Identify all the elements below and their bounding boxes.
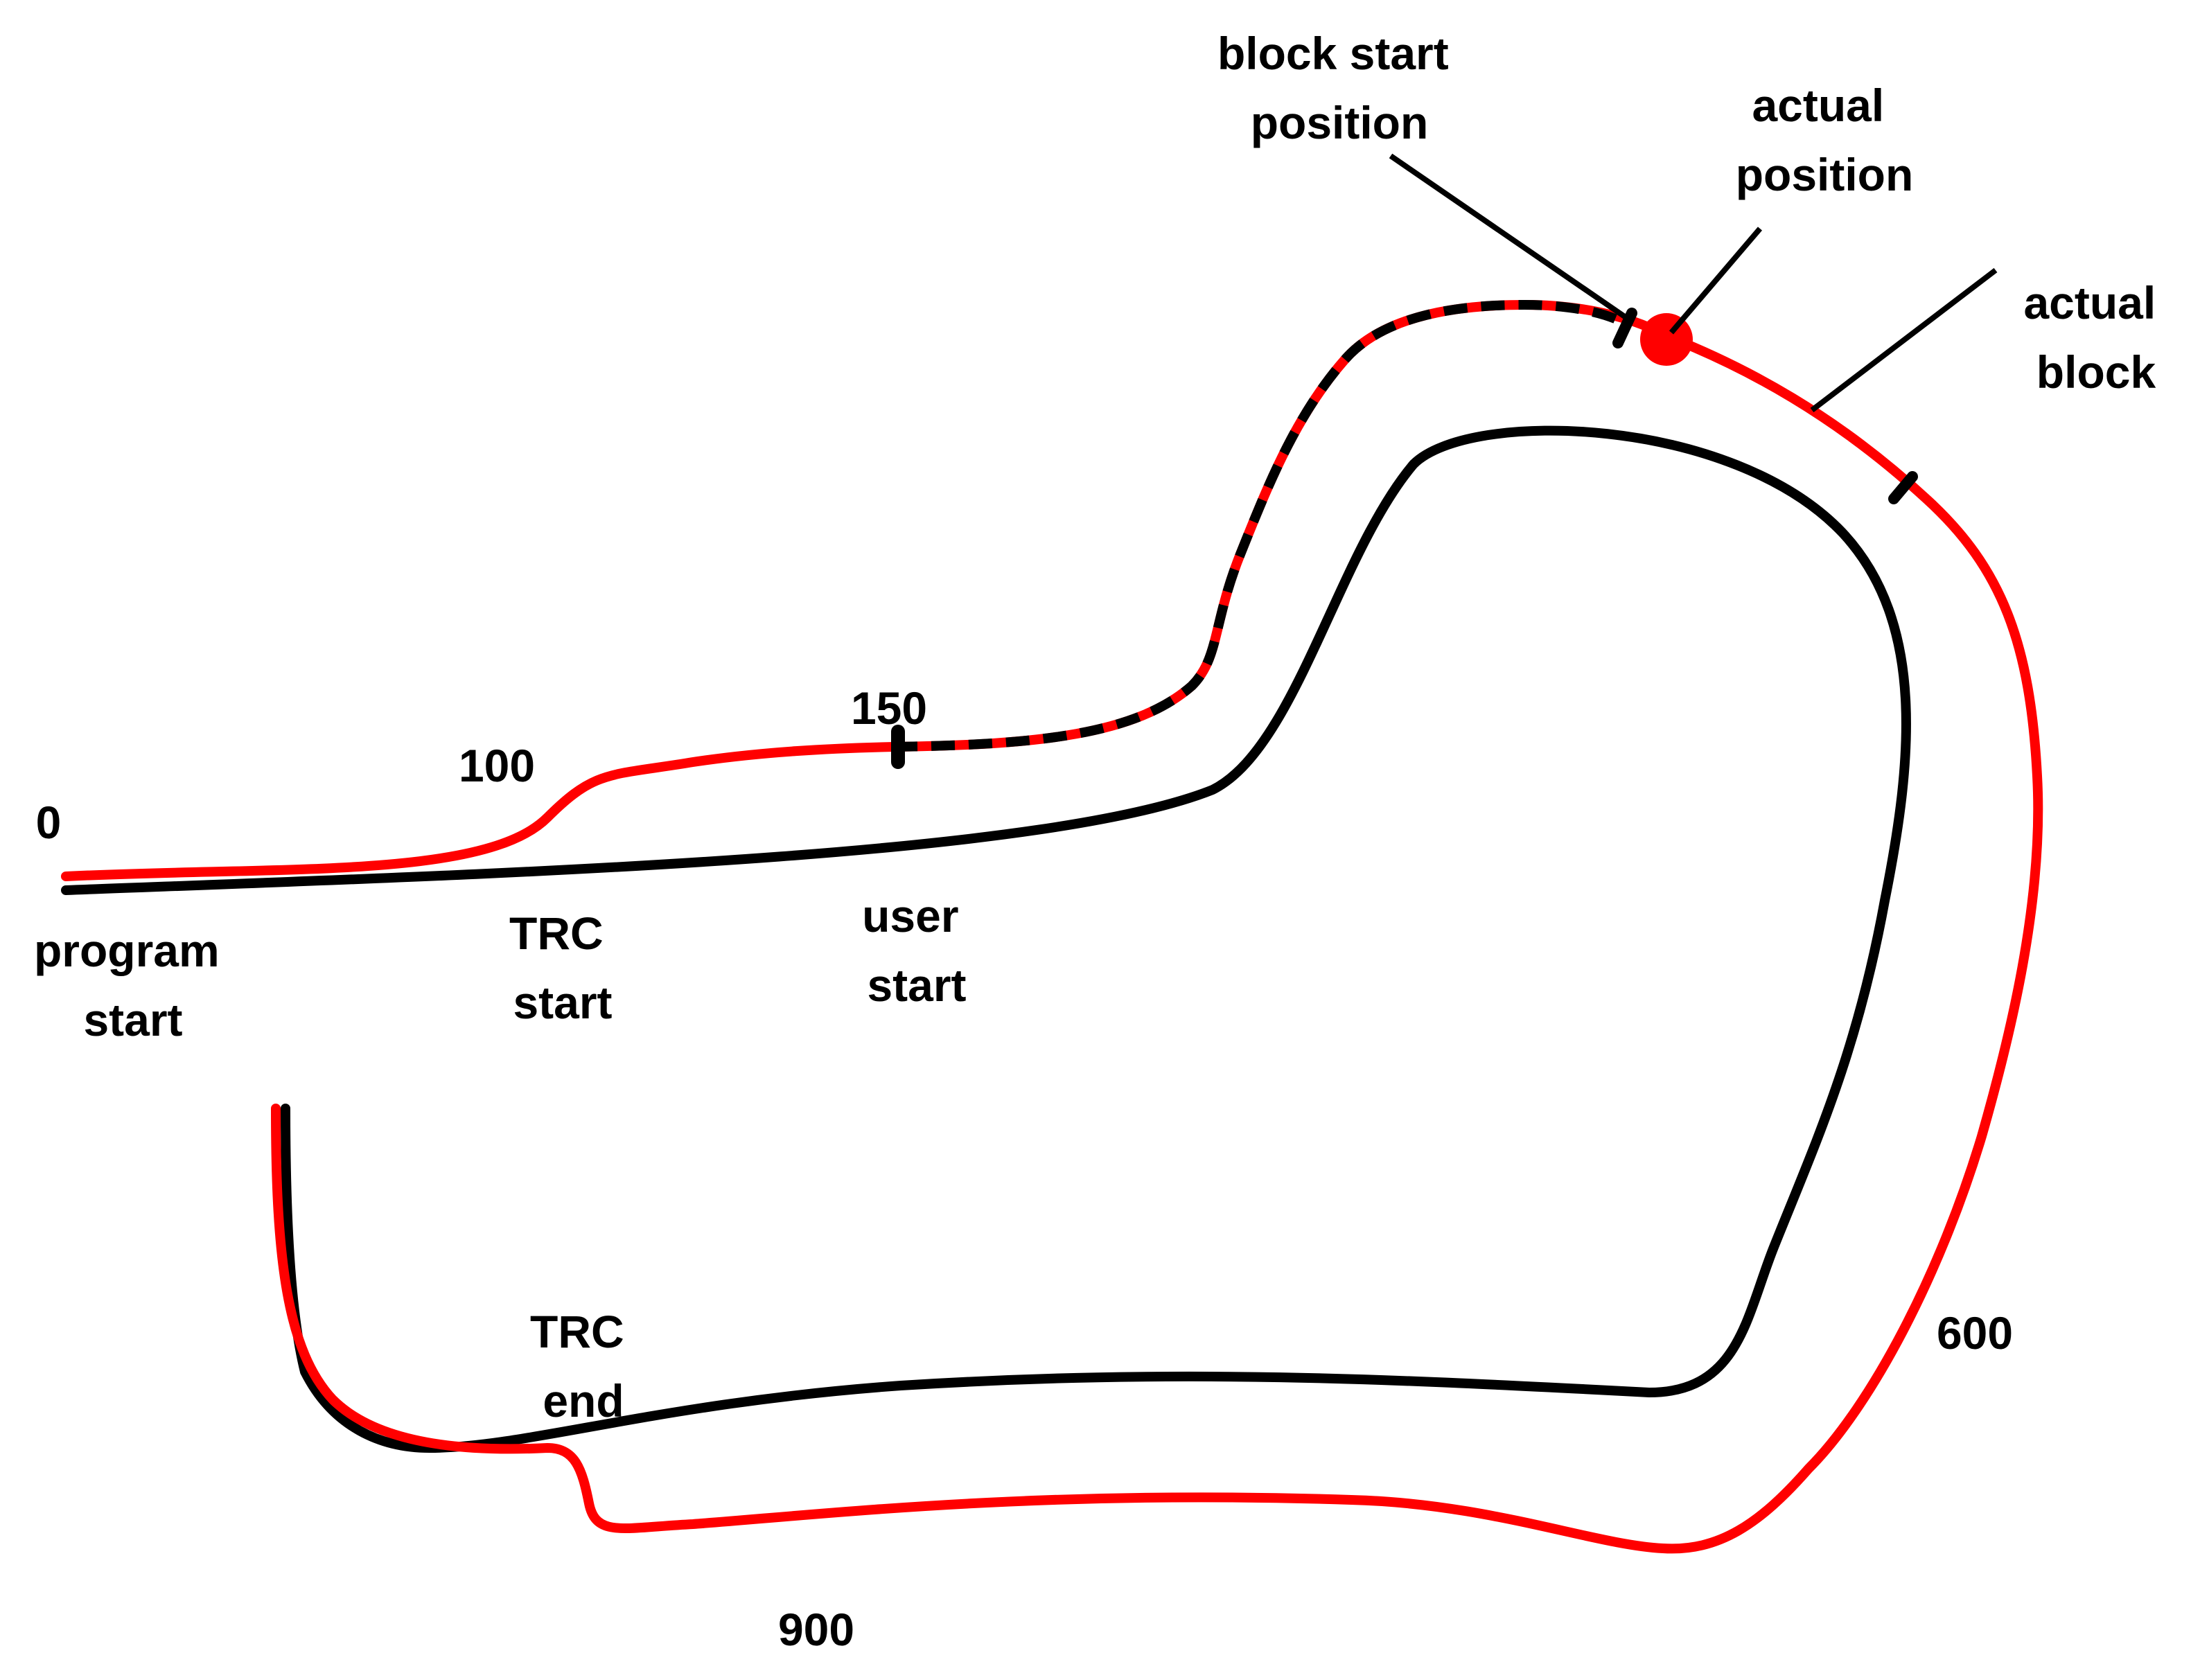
leader-block-start [1389,153,1632,323]
label-program-start: program start [34,925,232,1045]
marker-100: 100 [459,740,535,791]
marker-900: 900 [778,1604,854,1655]
marker-600: 600 [1937,1307,2013,1359]
label-block-start-position: block start position [1217,28,1461,148]
programmed-path [61,425,1911,1453]
label-actual-block: actual block [2023,277,2168,398]
tick-block-end [1888,471,1918,504]
compensated-path [61,300,2043,1554]
marker-0: 0 [36,797,62,848]
actual-position-dot [1640,313,1693,366]
leader-actual-position [1669,227,1763,335]
label-actual-position: actual position [1736,80,1914,200]
marker-150: 150 [851,682,927,734]
label-user-start: user start [862,890,971,1011]
label-trc-end: TRC end [530,1306,637,1426]
current-block-segment [893,299,1631,752]
leader-actual-block [1810,267,1998,413]
label-trc-start: TRC start [509,908,616,1028]
